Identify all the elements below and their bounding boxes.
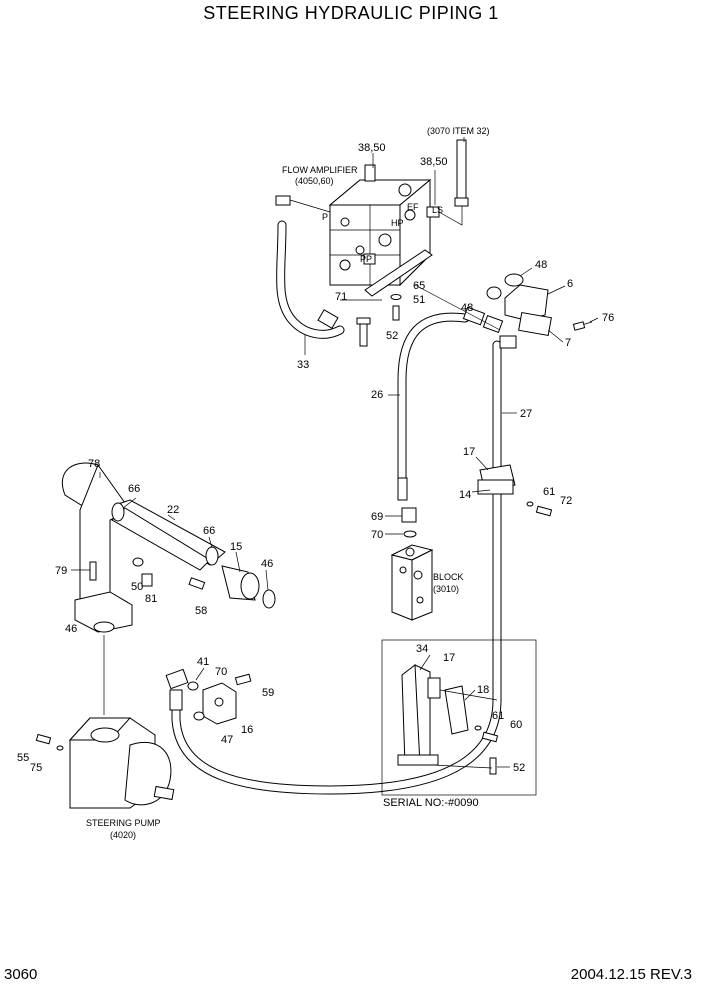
port-pp: PP [360,254,372,264]
callout-22: 22 [167,504,179,516]
callout-33: 33 [297,359,309,371]
callout-70-a: 70 [371,529,383,541]
callout-58: 58 [195,605,207,617]
callout-27: 27 [520,408,532,420]
callout-7: 7 [565,337,571,349]
component-labels: FLOW AMPLIFIER (4050,60) BLOCK (3010) ST… [86,165,479,840]
serial-label: SERIAL NO:-#0090 [383,797,479,809]
callout-17-b: 17 [443,652,455,664]
flow-amplifier-label: FLOW AMPLIFIER [282,165,358,175]
callout-16: 16 [241,724,253,736]
callout-71: 71 [335,291,347,303]
callout-81: 81 [145,593,157,605]
callout-72: 72 [560,495,572,507]
callout-26: 26 [371,389,383,401]
callout-46-a: 46 [261,558,273,570]
callout-34: 34 [416,643,428,655]
callout-38-50-b: 38,50 [420,156,448,168]
callout-70-b: 70 [215,666,227,678]
steering-pump [35,621,175,809]
leader-lines [71,137,599,768]
port-ls: LS [432,205,443,215]
callout-labels: 38,50 38,50 (3070 ITEM 32) 48 48 6 7 76 … [17,126,614,774]
callout-51: 51 [413,294,425,306]
page-number: 3060 [4,966,38,983]
callout-78: 78 [88,458,100,470]
callout-75: 75 [30,762,42,774]
callout-69: 69 [371,511,383,523]
flow-amplifier-ref: (4050,60) [295,176,334,186]
callout-66-b: 66 [203,525,215,537]
clamp-17-14 [477,464,553,517]
callout-79: 79 [55,565,67,577]
callout-52-b: 52 [513,762,525,774]
callout-38-50-a: 38,50 [358,142,386,154]
tube-assembly [61,462,276,633]
fitting-p [275,195,291,206]
callout-65: 65 [413,280,425,292]
callout-46-b: 46 [65,623,77,635]
callout-50: 50 [131,581,143,593]
page-title: STEERING HYDRAULIC PIPING 1 [203,3,499,23]
callout-47: 47 [221,734,233,746]
callout-48-b: 48 [461,302,473,314]
callout-ref-3070: (3070 ITEM 32) [427,126,490,136]
callout-6: 6 [567,278,573,290]
callout-59: 59 [262,687,274,699]
fitting-41-block-16 [165,668,252,725]
callout-61-b: 61 [492,710,504,722]
callout-14: 14 [459,489,471,501]
block-ref: (3010) [433,584,459,594]
callout-18: 18 [477,684,489,696]
block-3010 [390,477,434,621]
bolts-amplifier [356,294,402,347]
callout-15: 15 [230,541,242,553]
callout-17-a: 17 [463,446,475,458]
footer-revision: 2004.12.15 REV.3 [570,966,692,983]
callout-60: 60 [510,719,522,731]
steering-pump-label: STEERING PUMP [86,818,161,828]
port-p: P [322,212,328,222]
flow-amplifier [275,139,469,329]
port-hp: HP [391,218,404,228]
block-label: BLOCK [433,572,464,582]
callout-41: 41 [197,656,209,668]
callout-76: 76 [602,312,614,324]
callout-61-a: 61 [543,486,555,498]
callout-48-a: 48 [535,259,547,271]
callout-52-a: 52 [386,330,398,342]
steering-pump-ref: (4020) [110,830,136,840]
serial-box [381,639,537,796]
callout-55: 55 [17,752,29,764]
port-ef: EF [407,202,419,212]
callout-66-a: 66 [128,483,140,495]
